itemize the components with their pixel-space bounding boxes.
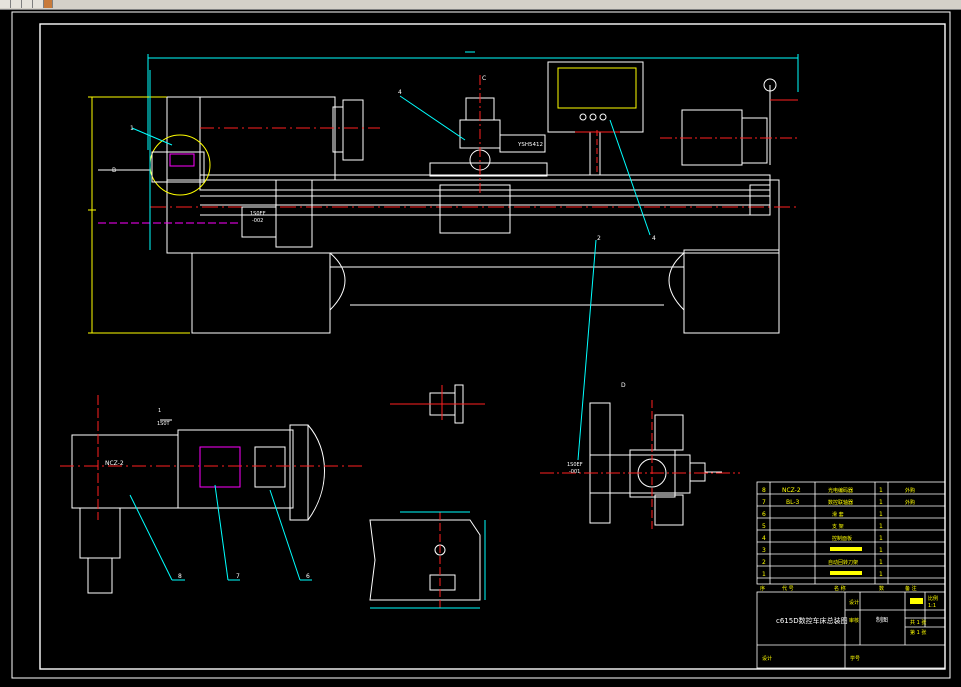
callout-4-right: 4 (652, 235, 656, 242)
svg-text:数: 数 (879, 585, 884, 592)
leader-lines (131, 95, 651, 461)
svg-text:备 注: 备 注 (905, 585, 917, 592)
svg-text:第 1 张: 第 1 张 (910, 629, 926, 636)
cad-drawing: 1S0EF -002 YSH5412 (11, 11, 951, 679)
svg-text:1: 1 (879, 559, 883, 566)
svg-text:1: 1 (762, 571, 766, 578)
svg-text:1: 1 (879, 499, 883, 506)
outer-frame (11, 11, 951, 679)
svg-text:滑 套: 滑 套 (832, 511, 844, 518)
paint-icon[interactable] (44, 0, 53, 8)
title-block (756, 591, 946, 669)
bracket-detail (390, 384, 485, 424)
view-c-label: C (482, 75, 486, 82)
view-d-detail (540, 400, 740, 530)
svg-text:1: 1 (879, 511, 883, 518)
svg-text:1: 1 (879, 547, 883, 554)
svg-text:设计: 设计 (762, 655, 772, 662)
svg-text:光电编码器: 光电编码器 (828, 487, 853, 494)
svg-text:NCZ-2: NCZ-2 (782, 487, 801, 494)
svg-text:4: 4 (762, 535, 766, 542)
detail-leaders (129, 484, 312, 581)
svg-text:8: 8 (762, 487, 766, 494)
svg-text:3: 3 (762, 547, 766, 554)
cut-icon[interactable] (33, 0, 44, 8)
callout-8: 8 (178, 573, 182, 580)
drawing-title: c615D数控车床总装图 (776, 616, 848, 625)
svg-text:1:1: 1:1 (928, 603, 936, 609)
svg-text:1: 1 (879, 571, 883, 578)
svg-text:学号: 学号 (850, 655, 860, 662)
svg-text:5: 5 (762, 523, 766, 530)
save-icon[interactable] (22, 0, 33, 8)
svg-text:1: 1 (879, 487, 883, 494)
svg-text:支 架: 支 架 (832, 523, 844, 530)
svg-text:数控联轴器: 数控联轴器 (828, 499, 853, 506)
svg-text:自动回转刀架: 自动回转刀架 (828, 559, 858, 566)
section-1-label: 1 (158, 408, 161, 414)
section-1-sub: 1S0T (157, 421, 171, 427)
svg-text:比例: 比例 (928, 595, 938, 602)
svg-text:代 号: 代 号 (782, 585, 794, 592)
view-b-label: B (112, 167, 116, 174)
yellow-bar-1 (830, 571, 862, 575)
ysh-label: YSH5412 (517, 142, 543, 148)
lathe-elevation: 1S0EF -002 YSH5412 (88, 51, 800, 334)
toolbar (0, 0, 961, 10)
block-detail (369, 511, 486, 610)
yellow-bar-3 (830, 547, 862, 551)
scale-box (910, 598, 923, 604)
svg-text:BL-3: BL-3 (786, 499, 800, 506)
open-file-icon[interactable] (11, 0, 22, 8)
title-block-text: c615D数控车床总装图 设计 审核 制图 比例 1:1 共 1 张 第 1 张… (762, 595, 938, 662)
parts-list-text: 8 NCZ-2 光电编码器 1 外购 7 BL-3 数控联轴器 1 外购 6 滑… (760, 487, 917, 592)
callout-1: 1 (130, 125, 134, 132)
svg-text:名 称: 名 称 (834, 585, 846, 592)
callout-2: 2 (597, 235, 601, 242)
parts-list-table (756, 481, 946, 585)
callout-4-top: 4 (398, 89, 402, 96)
svg-text:外购: 外购 (905, 487, 915, 494)
spare-label-1: 1S0EF (250, 211, 266, 217)
spare-label-2b: -001 (569, 469, 580, 475)
drawing-canvas[interactable]: 1S0EF -002 YSH5412 (0, 10, 961, 687)
view-d-label: D (621, 382, 626, 389)
svg-text:序: 序 (760, 585, 765, 592)
spare-label-2: 1S0EF (567, 462, 583, 468)
callout-6: 6 (306, 573, 310, 580)
svg-text:2: 2 (762, 559, 766, 566)
svg-text:1: 1 (879, 523, 883, 530)
svg-text:共 1 张: 共 1 张 (910, 619, 926, 626)
inner-frame (39, 23, 946, 670)
svg-text:外购: 外购 (905, 499, 915, 506)
svg-text:7: 7 (762, 499, 766, 506)
svg-text:6: 6 (762, 511, 766, 518)
svg-text:审核: 审核 (849, 617, 859, 624)
svg-text:设计: 设计 (849, 599, 859, 606)
spare-label-1b: -002 (252, 218, 263, 224)
svg-text:1: 1 (879, 535, 883, 542)
svg-text:控制面板: 控制面板 (832, 535, 852, 542)
new-file-icon[interactable] (0, 0, 11, 8)
ncz-label: NCZ-2 (105, 460, 124, 467)
svg-text:制图: 制图 (876, 616, 888, 624)
callout-7: 7 (236, 573, 240, 580)
encoder-coupling-detail (60, 395, 365, 594)
